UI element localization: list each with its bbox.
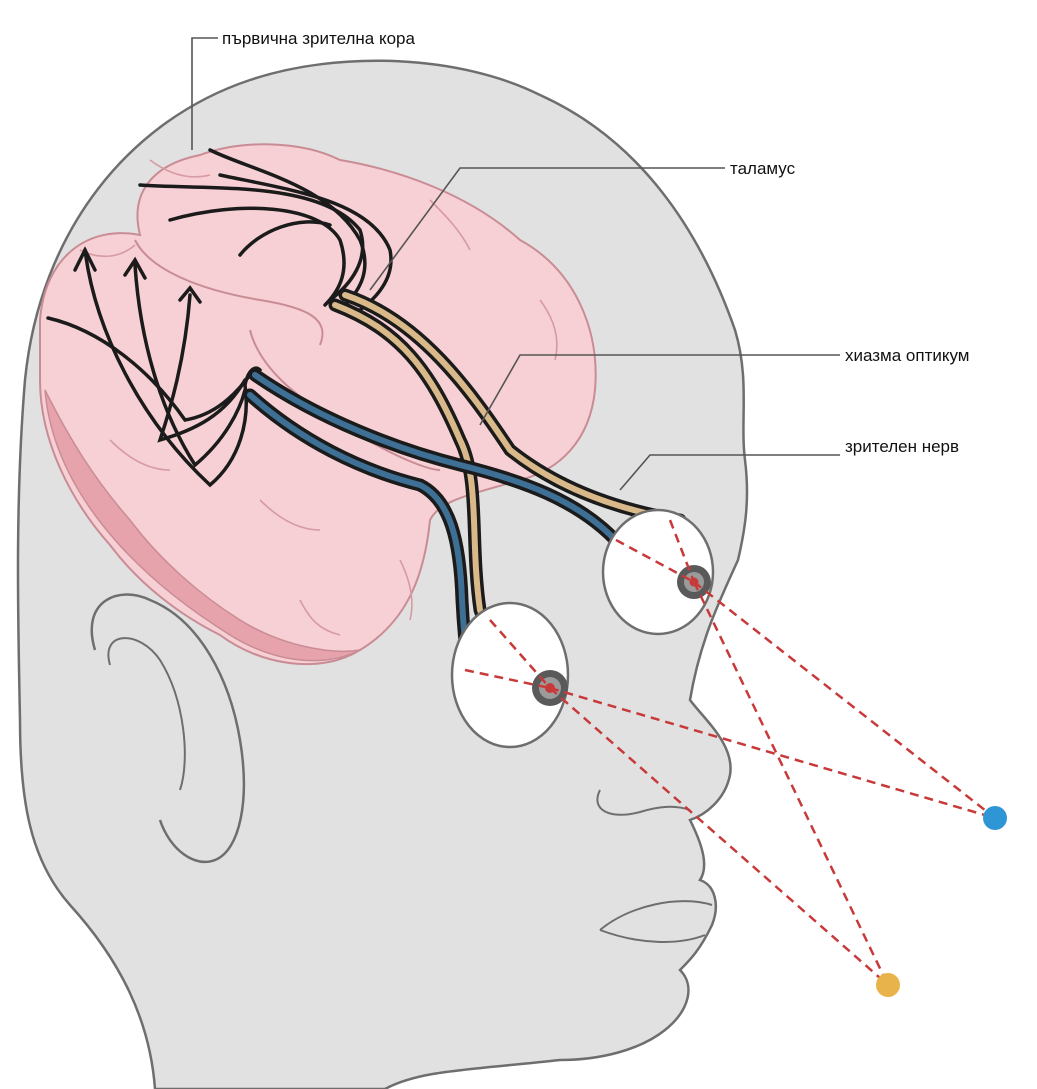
blue-target-dot [983, 806, 1007, 830]
right-eye-icon [603, 510, 713, 634]
label-primary-visual-cortex: първична зрителна кора [222, 29, 415, 48]
label-optic-nerve: зрителен нерв [845, 437, 959, 456]
left-eye-icon [452, 603, 568, 747]
yellow-target-dot [876, 973, 900, 997]
label-thalamus: таламус [730, 159, 796, 178]
label-optic-chiasm: хиазма оптикум [845, 346, 970, 365]
